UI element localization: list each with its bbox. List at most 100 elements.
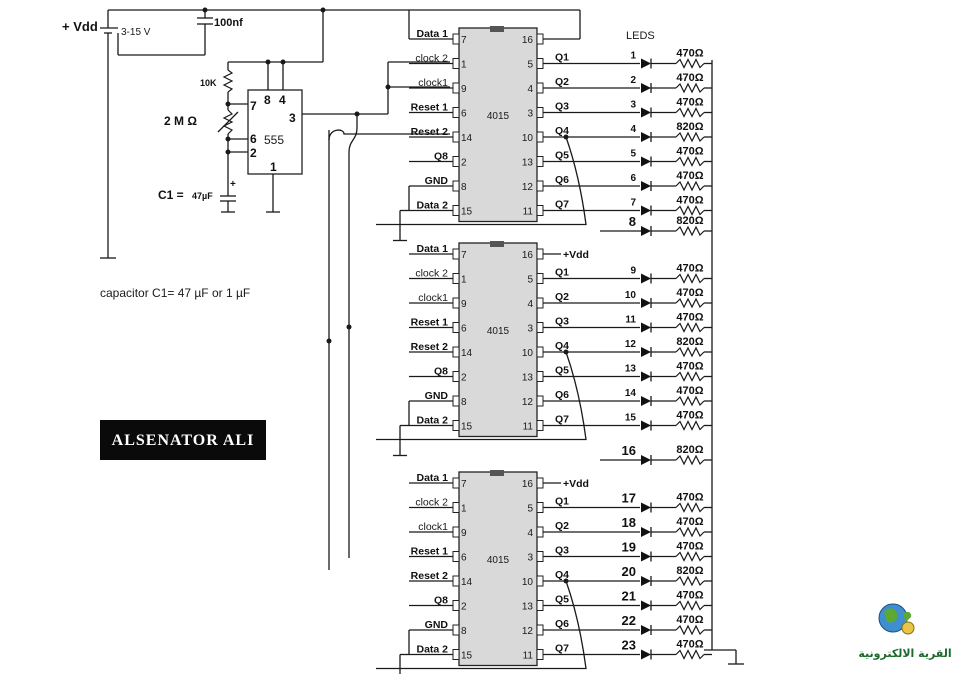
resistor-value: 470Ω bbox=[676, 97, 703, 109]
left-pin-label: Reset 2 bbox=[411, 341, 449, 353]
pin-box bbox=[452, 346, 460, 358]
pin-box bbox=[452, 526, 460, 538]
led-number: 21 bbox=[622, 589, 636, 604]
pin-box bbox=[452, 575, 460, 587]
left-pin-label: GND bbox=[425, 390, 449, 402]
pin-box bbox=[536, 58, 544, 69]
pin-box bbox=[536, 322, 544, 333]
left-pin-number: 15 bbox=[461, 651, 473, 662]
pin-box bbox=[536, 371, 544, 382]
chip-name: 4015 bbox=[487, 326, 510, 337]
pin-box bbox=[536, 395, 544, 407]
resistor-icon bbox=[675, 205, 705, 216]
pin-box bbox=[452, 107, 460, 118]
right-pin-number: 11 bbox=[523, 422, 534, 433]
resistor-icon bbox=[675, 624, 705, 636]
pin-box bbox=[452, 58, 460, 69]
left-pin-label: Reset 1 bbox=[411, 102, 449, 114]
pin-box bbox=[452, 248, 460, 260]
pot-label: 2 M Ω bbox=[164, 114, 197, 128]
resistor-value: 470Ω bbox=[676, 410, 703, 422]
left-pin-number: 2 bbox=[461, 602, 467, 613]
led-diode-icon bbox=[641, 625, 651, 635]
left-pin-number: 9 bbox=[461, 84, 467, 95]
left-pin-label: Reset 1 bbox=[411, 546, 449, 558]
output-label: Q2 bbox=[555, 520, 569, 532]
watermark-text: ALSENATOR ALI bbox=[112, 432, 255, 449]
output-label: Q3 bbox=[555, 101, 569, 113]
c1-value: 47µF bbox=[192, 191, 213, 201]
resistor-icon bbox=[675, 107, 705, 118]
resistor-value: 470Ω bbox=[676, 385, 703, 397]
right-pin-number: 12 bbox=[522, 397, 534, 408]
timer-555-chip bbox=[247, 89, 303, 175]
resistor-value: 820Ω bbox=[676, 565, 703, 577]
resistor-value: 470Ω bbox=[676, 263, 703, 275]
resistor-icon bbox=[675, 575, 705, 587]
led-diode-icon bbox=[641, 156, 651, 167]
pin-box bbox=[452, 551, 460, 562]
resistor-icon bbox=[675, 58, 705, 69]
resistor-icon bbox=[675, 346, 705, 358]
resistor-icon bbox=[675, 649, 705, 660]
led-number: 17 bbox=[622, 491, 636, 506]
pin-box bbox=[452, 33, 460, 45]
output-label: Q6 bbox=[555, 618, 569, 630]
led-number: 15 bbox=[625, 413, 637, 424]
left-pin-label: GND bbox=[425, 175, 449, 187]
led-diode-icon bbox=[641, 576, 651, 586]
led-number: 12 bbox=[625, 339, 637, 350]
right-pin-number: 4 bbox=[527, 528, 533, 539]
chip-name: 4015 bbox=[487, 555, 510, 566]
resistor-value: 470Ω bbox=[676, 541, 703, 553]
right-pin-number: 3 bbox=[527, 109, 533, 120]
resistor-icon bbox=[675, 371, 705, 382]
led-diode-icon bbox=[641, 527, 651, 537]
resistor-value: 470Ω bbox=[676, 170, 703, 182]
resistor-icon bbox=[675, 131, 705, 143]
led-number: 6 bbox=[630, 173, 636, 184]
resistor-icon bbox=[675, 420, 705, 431]
pin-box bbox=[452, 395, 460, 407]
led-diode-icon bbox=[641, 181, 651, 191]
pin-box bbox=[536, 297, 544, 309]
left-pin-label: clock1 bbox=[418, 77, 448, 89]
pin-box bbox=[452, 322, 460, 333]
cap-100nf-label: 100nf bbox=[214, 17, 243, 29]
led-number: 4 bbox=[630, 124, 636, 135]
vdd-pin-label: +Vdd bbox=[563, 249, 589, 261]
left-pin-number: 1 bbox=[461, 60, 467, 71]
left-pin-label: Reset 2 bbox=[411, 570, 449, 582]
right-pin-number: 3 bbox=[527, 553, 533, 564]
led-number: 16 bbox=[622, 443, 636, 458]
right-pin-number: 12 bbox=[522, 182, 534, 193]
resistor-icon bbox=[675, 526, 705, 538]
pin-box bbox=[536, 33, 544, 45]
pin-box bbox=[452, 273, 460, 284]
resistor-value: 470Ω bbox=[676, 312, 703, 324]
led-number: 1 bbox=[630, 51, 636, 62]
left-pin-number: 6 bbox=[461, 324, 467, 335]
resistor-value: 820Ω bbox=[676, 121, 703, 133]
left-pin-label: clock 2 bbox=[415, 497, 448, 509]
pin-box bbox=[452, 180, 460, 192]
led-diode-icon bbox=[641, 396, 651, 406]
r1-label: 10K bbox=[200, 78, 217, 88]
left-pin-label: Data 1 bbox=[416, 28, 448, 40]
output-label: Q1 bbox=[555, 267, 569, 279]
pin-box bbox=[536, 502, 544, 513]
led-number: 3 bbox=[630, 100, 636, 111]
resistor-icon bbox=[675, 322, 705, 333]
left-pin-number: 7 bbox=[461, 250, 467, 261]
resistor-value: 470Ω bbox=[676, 361, 703, 373]
